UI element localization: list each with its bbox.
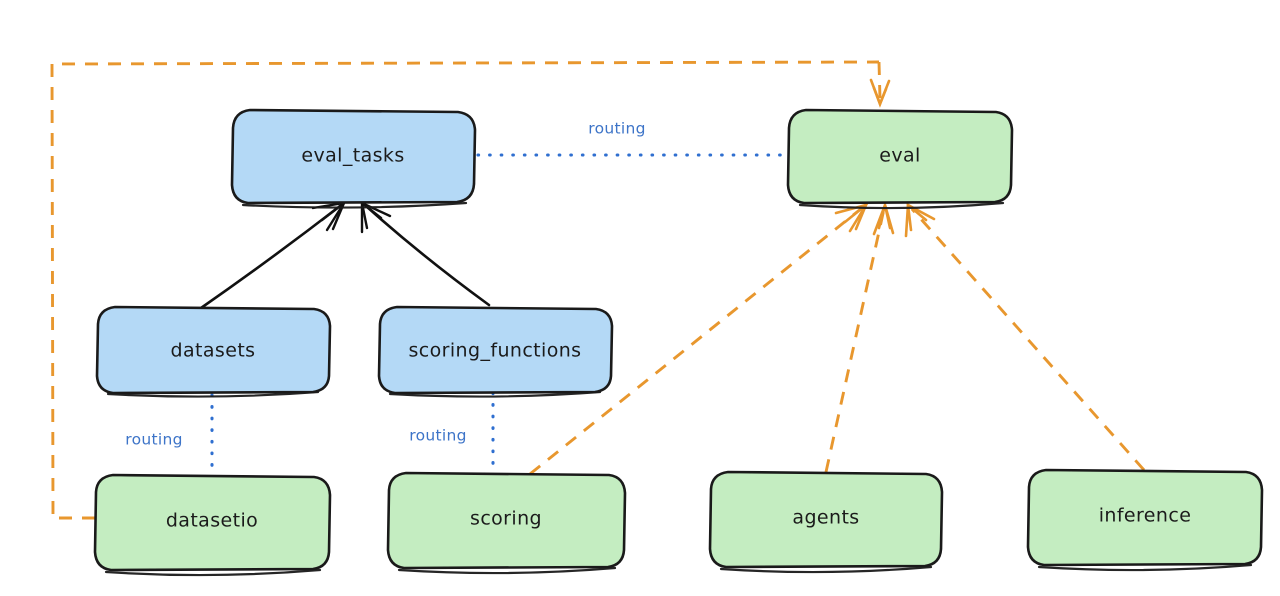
node-datasetio-shadow: [104, 568, 322, 577]
node-inference-box[interactable]: [1026, 468, 1264, 567]
node-eval-tasks[interactable]: eval_tasks: [230, 108, 477, 209]
edge-datasetio-to-eval: [50, 60, 891, 520]
node-agents[interactable]: agents: [708, 470, 944, 574]
node-datasetio[interactable]: datasetio: [93, 473, 332, 577]
node-eval-label: eval: [879, 145, 920, 167]
node-agents-shadow: [719, 565, 933, 574]
edge-label-routing-datasets-bg: [112, 425, 198, 453]
edge-label-routing-datasets-text: routing: [125, 431, 183, 449]
node-datasets-box[interactable]: [95, 305, 332, 395]
edge-label-routing-eval-tasks-bg: [575, 114, 661, 142]
edge-label-routing-scoring-functions-bg: [396, 421, 482, 449]
edge-path-inference-eval: [910, 208, 1146, 471]
node-eval-tasks-label: eval_tasks: [301, 145, 404, 167]
node-scoring-label: scoring: [470, 508, 542, 530]
edge-label-routing-datasets: routing: [112, 425, 198, 453]
node-datasets[interactable]: datasets: [95, 305, 332, 398]
node-datasets-shadow: [106, 390, 320, 398]
edge-scoring-to-eval: [529, 202, 869, 476]
node-agents-label: agents: [792, 507, 859, 529]
node-eval[interactable]: eval: [786, 108, 1014, 210]
edge-path-scoring-eval: [529, 206, 863, 476]
node-agents-box[interactable]: [708, 470, 944, 569]
edge-path-datasetio-eval-drop: [877, 61, 882, 100]
node-scoring-box[interactable]: [386, 471, 627, 570]
node-datasets-label: datasets: [171, 340, 256, 362]
node-eval-shadow: [798, 201, 1005, 210]
edge-inference-to-eval: [904, 201, 1146, 471]
edge-scoring-functions-to-eval-tasks: [360, 200, 491, 307]
node-scoring-functions-shadow: [388, 390, 602, 398]
node-inference-shadow: [1037, 563, 1253, 572]
arrowhead-eval-top-inner: [872, 86, 888, 108]
node-datasetio-box[interactable]: [93, 473, 332, 572]
node-inference[interactable]: inference: [1026, 468, 1264, 572]
edge-path-datasets-eval-tasks: [199, 204, 342, 310]
edge-agents-to-eval: [824, 200, 895, 473]
node-eval-tasks-shadow: [241, 201, 468, 209]
node-inference-label: inference: [1099, 505, 1192, 527]
node-scoring-functions-box[interactable]: [377, 305, 614, 395]
arrowhead-eval-bottom-left-inner: [843, 203, 868, 231]
edge-path-scoring-functions-eval-tasks: [364, 204, 491, 307]
node-scoring-shadow: [397, 566, 617, 575]
node-scoring-functions-label: scoring_functions: [409, 340, 582, 362]
edge-label-routing-scoring-functions: routing: [396, 421, 482, 449]
node-eval-tasks-box[interactable]: [230, 108, 477, 205]
edge-label-routing-eval-tasks: routing: [575, 114, 661, 142]
edge-datasets-to-eval-tasks: [199, 199, 347, 310]
edge-path-datasetio-eval: [50, 60, 880, 520]
arrowhead-eval-bottom-right-inner: [906, 201, 928, 232]
edge-label-routing-eval-tasks-text: routing: [588, 120, 646, 138]
edge-path-agents-eval: [824, 208, 886, 473]
node-eval-box[interactable]: [786, 108, 1014, 205]
edge-label-routing-scoring-functions-text: routing: [409, 427, 467, 445]
arrowhead-eval-bottom-mid-inner: [877, 204, 892, 230]
node-scoring[interactable]: scoring: [386, 471, 627, 575]
node-scoring-functions[interactable]: scoring_functions: [377, 305, 614, 398]
node-datasetio-label: datasetio: [166, 510, 258, 532]
